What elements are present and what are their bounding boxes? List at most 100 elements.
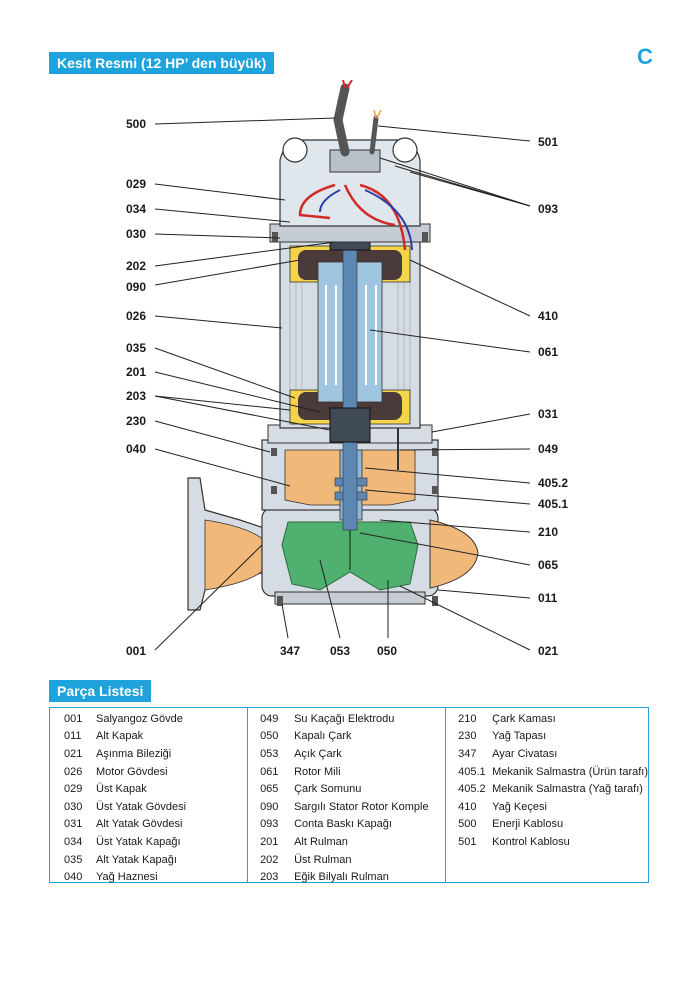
part-name: Eğik Bilyalı Rulman — [294, 871, 389, 884]
parts-row: 001 Salyangoz Gövde — [50, 710, 247, 728]
callout-405-2: 405.2 — [538, 476, 568, 490]
part-code: 029 — [64, 783, 83, 796]
part-code: 030 — [64, 800, 83, 813]
callout-093: 093 — [538, 202, 558, 216]
part-name: Sargılı Stator Rotor Komple — [294, 800, 429, 813]
rotor-shaft — [342, 229, 358, 531]
part-name: Alt Kapak — [96, 730, 144, 743]
part-name: Kontrol Kablosu — [492, 835, 570, 848]
callout-065: 065 — [538, 558, 558, 572]
callout-029: 029 — [126, 177, 146, 191]
part-name: Aşınma Bileziği — [96, 747, 172, 760]
part-code: 021 — [64, 747, 83, 760]
part-code: 090 — [260, 800, 279, 813]
callout-053: 053 — [330, 644, 350, 658]
page-title: Kesit Resmi (12 HP’ den büyük) — [49, 52, 275, 74]
callout-210: 210 — [538, 525, 558, 539]
part-code: 050 — [260, 730, 279, 743]
parts-row: 093 Conta Baskı Kapağı — [248, 816, 445, 834]
parts-row: 405.1 Mekanik Salmastra (Ürün tarafı) — [446, 763, 648, 781]
part-code: 405.1 — [458, 765, 486, 778]
parts-row: 090 Sargılı Stator Rotor Komple — [248, 798, 445, 816]
part-code: 210 — [458, 712, 477, 725]
callout-061: 061 — [538, 345, 558, 359]
part-code: 201 — [260, 835, 279, 848]
parts-table: 001 Salyangoz Gövde 011 Alt Kapak 021 Aşınma … — [49, 707, 649, 883]
parts-row: 049 Su Kaçağı Elektrodu — [248, 710, 445, 728]
parts-row: 203 Eğik Bilyalı Rulman — [248, 868, 445, 886]
part-code: 065 — [260, 783, 279, 796]
callout-090: 090 — [126, 280, 146, 294]
parts-row: 030 Üst Yatak Gövdesi — [50, 798, 247, 816]
part-name: Mekanik Salmastra (Ürün tarafı) — [492, 765, 649, 778]
part-code: 500 — [458, 818, 477, 831]
parts-row: 501 Kontrol Kablosu — [446, 833, 648, 851]
lower-bearing — [329, 407, 371, 443]
part-name: Yağ Haznesi — [96, 871, 158, 884]
callout-011: 011 — [538, 591, 558, 605]
part-code: 347 — [458, 747, 477, 760]
part-code: 093 — [260, 818, 279, 831]
parts-row: 011 Alt Kapak — [50, 728, 247, 746]
pump-cross-section-diagram: 500 501 029 034 093 030 202 090 026 410 … — [126, 80, 568, 658]
callout-501: 501 — [538, 135, 558, 149]
parts-row: 061 Rotor Mili — [248, 763, 445, 781]
parts-row: 500 Enerji Kablosu — [446, 816, 648, 834]
callout-035: 035 — [126, 341, 146, 355]
parts-row: 065 Çark Somunu — [248, 780, 445, 798]
part-name: Alt Rulman — [294, 835, 348, 848]
part-code: 501 — [458, 835, 477, 848]
callout-040: 040 — [126, 442, 146, 456]
part-name: Üst Yatak Kapağı — [96, 835, 181, 848]
part-name: Conta Baskı Kapağı — [294, 818, 392, 831]
part-code: 203 — [260, 871, 279, 884]
parts-row: 029 Üst Kapak — [50, 780, 247, 798]
part-name: Ayar Civatası — [492, 747, 558, 760]
part-code: 061 — [260, 765, 279, 778]
volute-oil-right — [429, 519, 479, 589]
pump-drawing — [187, 80, 479, 611]
part-code: 405.2 — [458, 783, 486, 796]
callout-030: 030 — [126, 227, 146, 241]
part-code: 001 — [64, 712, 83, 725]
callout-021: 021 — [538, 644, 558, 658]
part-name: Motor Gövdesi — [96, 765, 168, 778]
part-code: 011 — [64, 730, 82, 743]
part-name: Çark Somunu — [294, 783, 362, 796]
part-name: Üst Kapak — [96, 783, 147, 796]
callout-500: 500 — [126, 117, 146, 131]
part-name: Enerji Kablosu — [492, 818, 564, 831]
callout-202: 202 — [126, 259, 146, 273]
callout-026: 026 — [126, 309, 146, 323]
part-name: Rotor Mili — [294, 765, 341, 778]
parts-row: 347 Ayar Civatası — [446, 745, 648, 763]
part-code: 410 — [458, 800, 477, 813]
callout-001: 001 — [126, 644, 146, 658]
part-code: 049 — [260, 712, 279, 725]
callout-201: 201 — [126, 365, 146, 379]
part-name: Üst Yatak Gövdesi — [96, 800, 187, 813]
leader-lines — [154, 117, 531, 651]
lifting-eye-right — [392, 137, 418, 163]
parts-row: 021 Aşınma Bileziği — [50, 745, 247, 763]
part-name: Salyangoz Gövde — [96, 712, 183, 725]
part-name: Alt Yatak Gövdesi — [96, 818, 183, 831]
callout-347: 347 — [280, 644, 300, 658]
parts-column: 001 Salyangoz Gövde 011 Alt Kapak 021 Aşınma … — [50, 708, 247, 883]
callout-031: 031 — [538, 407, 558, 421]
callout-049: 049 — [538, 442, 558, 456]
bottom-plate — [274, 591, 426, 605]
control-cable — [369, 115, 379, 155]
part-name: Su Kaçağı Elektrodu — [294, 712, 395, 725]
callout-410: 410 — [538, 309, 558, 323]
